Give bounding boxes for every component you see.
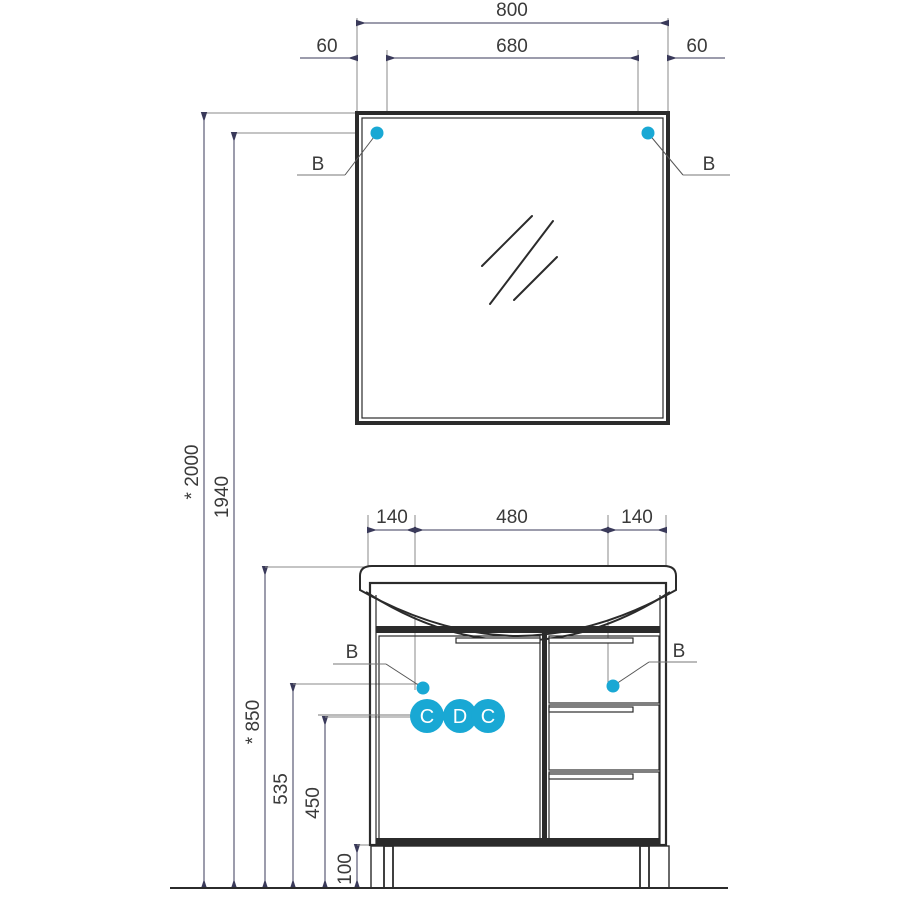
callout-b-mirror-left: B (297, 126, 384, 176)
balloon-c-left (410, 699, 444, 733)
cabinet-top-band (376, 626, 660, 633)
balloon-c-left-label: C (420, 706, 434, 728)
dim-140-left-label: 140 (376, 507, 408, 528)
drawer-bottom-handle (548, 773, 634, 780)
drawer-middle-handle (548, 706, 634, 713)
dim-1940-label: 1940 (212, 476, 233, 518)
vertical-witness-lines (265, 566, 420, 846)
balloon-dot-b-vanity-left (416, 681, 430, 695)
dim-140-right-label: 140 (621, 507, 653, 528)
dim-680-label: 680 (496, 36, 528, 57)
washbasin-outline (359, 565, 677, 638)
dim-850-label: * 850 (243, 700, 264, 744)
cabinet-left-door (378, 635, 541, 843)
balloon-d-label: D (453, 706, 467, 728)
top-dimension-lines (300, 19, 725, 62)
vanity-witness-lines (367, 515, 667, 690)
dim-535-label: 535 (271, 773, 292, 805)
drawer-top (548, 635, 660, 704)
cabinet-leg-left (383, 845, 394, 889)
balloon-d (443, 699, 477, 733)
callout-b-vanity-left: B (333, 642, 430, 695)
cabinet-vertical-divider (542, 633, 547, 845)
balloon-c-right (471, 699, 505, 733)
drawer-bottom (548, 771, 660, 843)
mirror-glass-inner (361, 117, 664, 419)
balloon-dot-b-mirror-left (370, 126, 384, 140)
vanity-cabinet (368, 581, 670, 889)
label-b-mirror-right: B (703, 154, 716, 175)
callout-hardware-cdc: C D C (318, 699, 505, 733)
dim-60-right-label: 60 (686, 36, 707, 57)
cabinet-bottom-rail (376, 838, 660, 845)
drawer-top-handle (548, 637, 634, 644)
dim-450-label: 450 (303, 787, 324, 819)
mirror-assembly (355, 111, 670, 425)
mirror-reflection-lines (481, 215, 558, 305)
balloon-c-right-label: C (481, 706, 495, 728)
label-b-mirror-left: B (312, 154, 325, 175)
dim-2000-label: * 2000 (182, 445, 203, 500)
dim-100-label: 100 (335, 853, 356, 885)
dim-480-label: 480 (496, 507, 528, 528)
label-b-vanity-left: B (346, 642, 359, 663)
left-door-handle (455, 637, 541, 644)
dim-60-left-label: 60 (316, 36, 337, 57)
vertical-dimension-lines (200, 112, 361, 889)
plinth-area (370, 845, 670, 889)
dim-800-label: 800 (496, 0, 528, 21)
callout-b-mirror-right: B (641, 126, 730, 176)
cabinet-leg-right (639, 845, 650, 889)
drawer-middle (548, 704, 660, 771)
balloon-dot-b-mirror-right (641, 126, 655, 140)
callout-b-vanity-right: B (606, 641, 697, 693)
balloon-dot-b-vanity-right (606, 679, 620, 693)
label-b-vanity-right: B (673, 641, 686, 662)
